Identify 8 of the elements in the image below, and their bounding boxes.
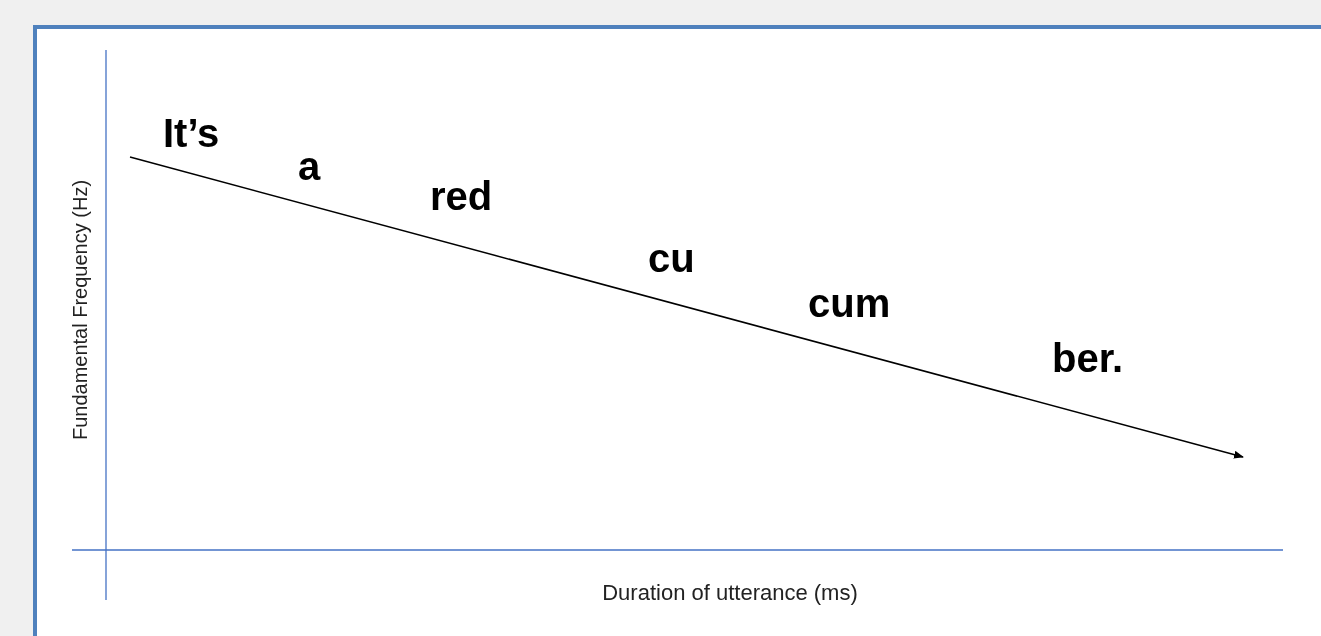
syllable-label: cum	[808, 283, 891, 323]
syllable-label: ber.	[1052, 338, 1124, 378]
y-axis-title: Fundamental Frequency (Hz)	[70, 179, 90, 441]
syllable-label: It’s	[163, 113, 220, 153]
syllable-label: cu	[648, 238, 695, 278]
syllable-label: red	[430, 176, 493, 216]
x-axis-title: Duration of utterance (ms)	[602, 582, 858, 604]
syllable-label: a	[298, 146, 321, 186]
